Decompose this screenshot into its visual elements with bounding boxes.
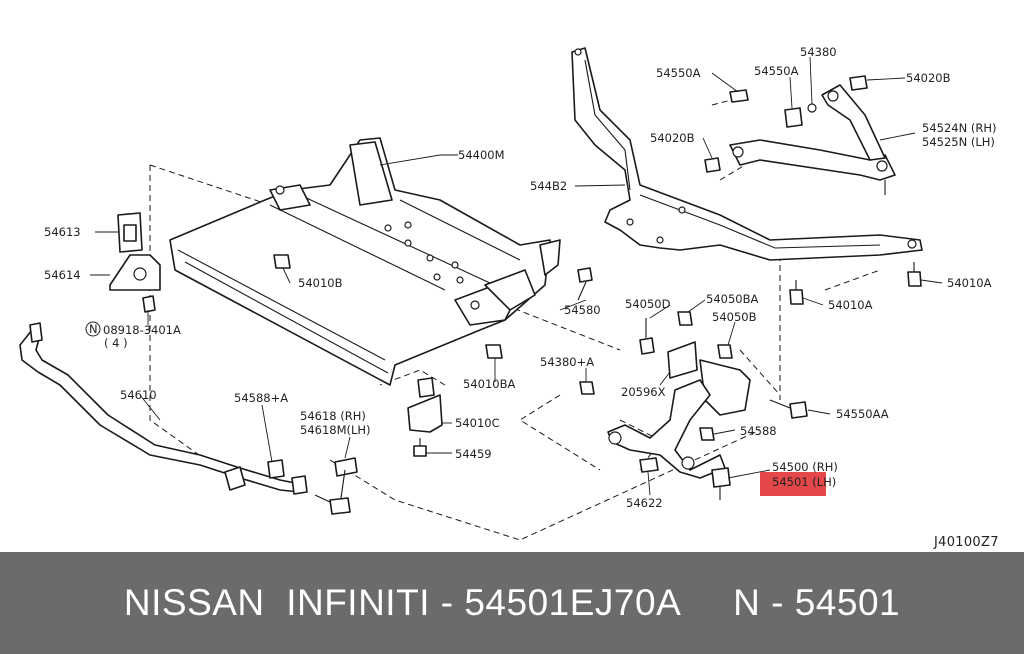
label-54020b-1: 54020B <box>906 71 951 85</box>
label-54050d: 54050D <box>625 297 671 311</box>
label-54610: 54610 <box>120 388 157 402</box>
label-08918-qty: ( 4 ) <box>104 336 128 350</box>
label-54380: 54380 <box>800 45 837 59</box>
label-54588: 54588 <box>740 424 777 438</box>
label-54010c: 54010C <box>455 416 500 430</box>
bolt-54459 <box>413 438 427 457</box>
label-54525n-lh: 54525N (LH) <box>922 135 995 149</box>
label-54050b: 54050B <box>712 310 757 324</box>
label-54588a: 54588+A <box>234 391 288 405</box>
label-54580: 54580 <box>564 303 601 317</box>
label-54380a: 54380+A <box>540 355 594 369</box>
label-54613: 54613 <box>44 225 81 239</box>
bracket-20596x <box>667 341 698 379</box>
label-54010a-1: 54010A <box>828 298 873 312</box>
parts-diagram: 54400M 54613 54614 54010B N 08918-3401A … <box>19 45 999 550</box>
label-54010ba: 54010BA <box>463 377 515 391</box>
footer-banner: NISSAN INFINITI - 54501EJ70A N - 54501 <box>0 552 1024 654</box>
label-54550a-2: 54550A <box>754 64 799 78</box>
label-20596x: 20596X <box>621 385 666 399</box>
leader-lines <box>90 56 943 496</box>
label-54010a-2: 54010A <box>947 276 992 290</box>
nut-54010b <box>273 254 291 269</box>
part-number-caption: NISSAN INFINITI - 54501EJ70A N - 54501 <box>123 582 901 623</box>
lower-link <box>571 47 923 261</box>
label-54550a-1: 54550A <box>656 66 701 80</box>
front-subframe <box>169 137 561 386</box>
label-54614: 54614 <box>44 268 81 282</box>
stabilizer-link <box>314 457 358 515</box>
stabilizer-bar <box>19 322 308 495</box>
stabilizer-bushing <box>117 212 143 253</box>
diagram-code: J40100Z7 <box>933 535 999 550</box>
nut-54010ba <box>485 344 503 359</box>
label-54020b-2: 54020B <box>650 131 695 145</box>
highlight-box <box>760 472 826 496</box>
upper-link <box>704 75 896 195</box>
label-54618-rh: 54618 (RH) <box>300 409 366 423</box>
label-n-prefix: N <box>89 322 98 336</box>
label-54618m-lh: 54618M(LH) <box>300 423 371 437</box>
label-54500-rh: 54500 (RH) <box>772 460 838 474</box>
label-54459: 54459 <box>455 447 492 461</box>
n-circle-icon <box>85 321 101 337</box>
label-544b2: 544B2 <box>530 179 567 193</box>
part-labels: 54400M 54613 54614 54010B N 08918-3401A … <box>44 45 999 550</box>
label-54622: 54622 <box>626 496 663 510</box>
transverse-link-54501 <box>607 359 751 500</box>
bolt-54580 <box>577 267 593 301</box>
bracket-54010c <box>407 377 443 433</box>
label-54010b: 54010B <box>298 276 343 290</box>
stabilizer-clamp <box>109 254 161 313</box>
label-08918: 08918-3401A <box>103 323 181 337</box>
label-54400m: 54400M <box>458 148 505 162</box>
label-54550aa: 54550AA <box>836 407 889 421</box>
label-54050ba: 54050BA <box>706 292 758 306</box>
label-54524n-rh: 54524N (RH) <box>922 121 996 135</box>
label-54501-lh: 54501 (LH) <box>772 475 836 489</box>
knuckle-fasteners <box>579 262 922 441</box>
